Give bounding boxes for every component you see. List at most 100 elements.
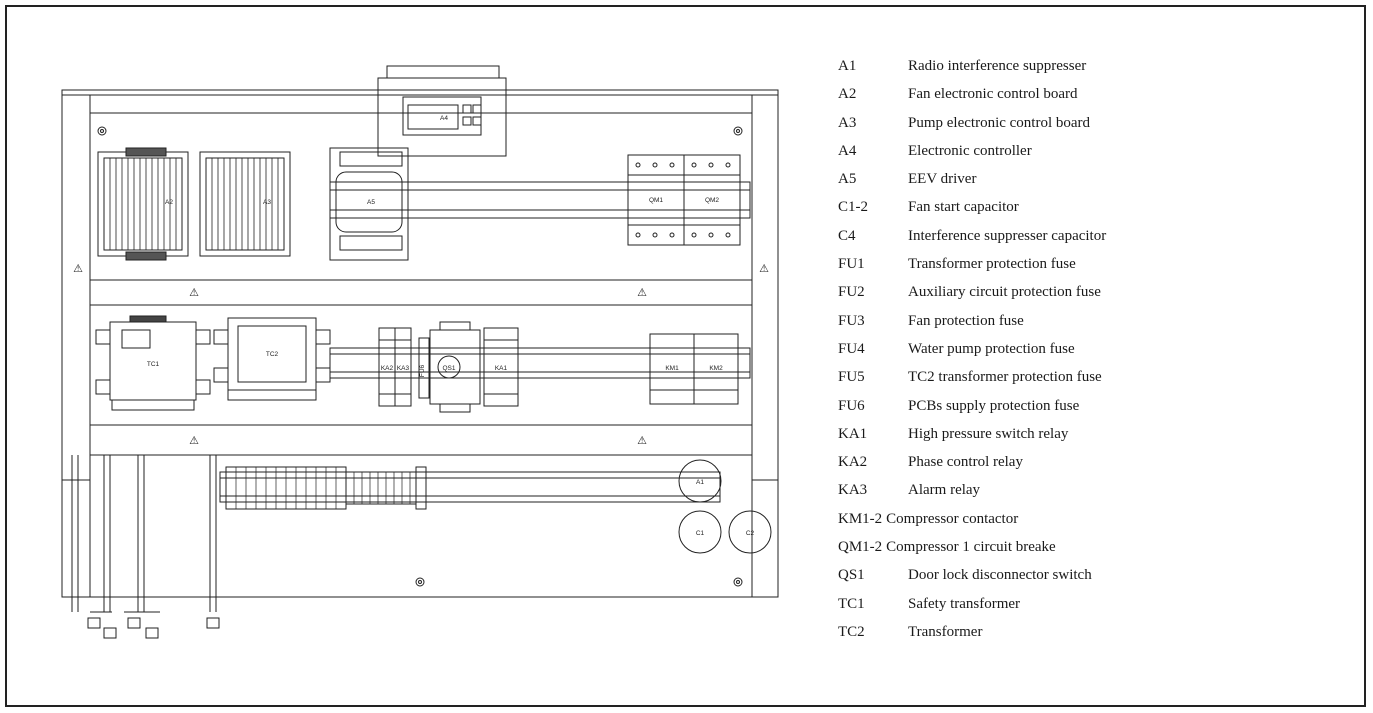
legend-description: TC2 transformer protection fuse — [908, 369, 1102, 386]
legend-description: Fan start capacitor — [908, 199, 1019, 216]
legend-item: A3 Pump electronic control board — [838, 109, 1363, 137]
legend-code: KA2 — [838, 454, 868, 471]
page-frame — [5, 5, 1366, 707]
legend-description: Transformer protection fuse — [908, 256, 1076, 273]
electrical-panel-diagram: A4 A2 A3 A5 QM1 QM2 TC1 TC2 KA2 KA3 QS1 … — [61, 65, 779, 639]
legend-description: Water pump protection fuse — [908, 340, 1075, 357]
label-a2: A2 — [165, 199, 173, 206]
legend-code: QM1-2 — [838, 539, 883, 556]
legend-item: A1 Radio interference suppresser — [838, 52, 1363, 80]
legend-code: FU5 — [838, 369, 865, 386]
legend-item: FU3 Fan protection fuse — [838, 307, 1363, 335]
eev-driver-a5 — [329, 147, 409, 261]
legend-item: QS1 Door lock disconnector switch — [838, 561, 1363, 589]
circuit-breaker-qm2 — [683, 154, 741, 246]
warning-icon: ⚠ — [73, 263, 83, 275]
legend-description: Radio interference suppresser — [908, 58, 1087, 74]
legend-description: Phase control relay — [908, 454, 1023, 471]
warning-icon: ⚠ — [637, 435, 647, 447]
label-km1: KM1 — [665, 365, 679, 372]
label-qm1: QM1 — [649, 197, 663, 204]
label-c2: C2 — [746, 530, 755, 537]
legend-code: A2 — [838, 86, 857, 103]
legend-item: FU5 TC2 transformer protection fuse — [838, 363, 1363, 391]
legend-description: Electronic controller — [908, 142, 1032, 159]
legend-item: A2 Fan electronic control board — [838, 80, 1363, 108]
label-a5: A5 — [367, 199, 375, 206]
legend-item: A5 EEV driver — [838, 165, 1363, 193]
pump-control-board-a3 — [199, 151, 291, 257]
label-qs1: QS1 — [442, 365, 455, 372]
terminal-rail — [219, 471, 721, 503]
legend-description: Pump electronic control board — [908, 114, 1091, 131]
legend-code: KA3 — [838, 482, 868, 499]
label-a1: A1 — [696, 479, 704, 486]
label-a4: A4 — [440, 115, 448, 122]
label-qm2: QM2 — [705, 197, 719, 204]
warning-icon: ⚠ — [189, 435, 199, 447]
label-a3: A3 — [263, 199, 271, 206]
legend-item: TC1 Safety transformer — [838, 590, 1363, 618]
warning-icon: ⚠ — [637, 287, 647, 299]
legend-item: KA3 Alarm relay — [838, 476, 1363, 504]
label-ka1: KA1 — [495, 365, 508, 372]
legend-code: KA1 — [838, 425, 868, 442]
legend-code: KM1-2 — [838, 510, 883, 527]
legend-item: C4 Interference suppresser capacitor — [838, 222, 1363, 250]
legend-description: PCBs supply protection fuse — [908, 397, 1080, 414]
legend-code: A1 — [838, 58, 857, 74]
legend-item: KA2 Phase control relay — [838, 448, 1363, 476]
label-ka2: KA2 — [381, 365, 394, 372]
label-c1: C1 — [696, 530, 705, 537]
label-ka3: KA3 — [397, 365, 410, 372]
legend-item: TC2 Transformer — [838, 618, 1363, 646]
legend-description: Transformer — [908, 623, 983, 640]
relay-ka1 — [483, 327, 519, 407]
legend-description: Auxiliary circuit protection fuse — [908, 284, 1101, 301]
label-fu6: FU6 — [419, 364, 426, 377]
legend-item: FU4 Water pump protection fuse — [838, 335, 1363, 363]
legend-description: Interference suppresser capacitor — [908, 227, 1107, 244]
legend-description: High pressure switch relay — [908, 425, 1069, 442]
legend-code: FU1 — [838, 256, 865, 273]
contactor-km2 — [693, 333, 739, 405]
legend-code: C1-2 — [838, 199, 868, 216]
label-tc2: TC2 — [266, 351, 279, 358]
label-km2: KM2 — [709, 365, 723, 372]
label-tc1: TC1 — [147, 361, 160, 368]
legend-item: FU6 PCBs supply protection fuse — [838, 392, 1363, 420]
legend-description: Fan electronic control board — [908, 86, 1078, 103]
legend-code: FU6 — [838, 397, 865, 414]
warning-icon: ⚠ — [189, 287, 199, 299]
legend-description: Safety transformer — [908, 595, 1021, 612]
legend-item: C1-2 Fan start capacitor — [838, 193, 1363, 221]
suppresser-a1 — [678, 459, 722, 503]
legend-code: QS1 — [838, 567, 865, 584]
legend-item: KA1 High pressure switch relay — [838, 420, 1363, 448]
legend-code: C4 — [838, 227, 856, 244]
warning-icon: ⚠ — [759, 263, 769, 275]
legend-code: A5 — [838, 171, 857, 188]
legend-description: Compressor contactor — [886, 510, 1019, 527]
legend-code: A3 — [838, 114, 857, 131]
legend-description: EEV driver — [908, 171, 977, 188]
legend-code: FU2 — [838, 284, 865, 301]
fan-control-board-a2 — [97, 151, 189, 257]
legend-item: FU1 Transformer protection fuse — [838, 250, 1363, 278]
legend-description: Door lock disconnector switch — [908, 567, 1092, 584]
legend-item: FU2 Auxiliary circuit protection fuse — [838, 278, 1363, 306]
capacitor-c1 — [678, 510, 722, 554]
legend-code: FU3 — [838, 312, 865, 329]
legend-code: FU4 — [838, 340, 865, 357]
controller-housing — [377, 77, 507, 157]
legend-description: Alarm relay — [908, 482, 981, 499]
legend-code: TC1 — [838, 595, 865, 612]
legend-description: Compressor 1 circuit breake — [886, 539, 1056, 556]
capacitor-c2 — [728, 510, 772, 554]
legend-code: TC2 — [838, 623, 865, 640]
legend-description: Fan protection fuse — [908, 312, 1024, 329]
